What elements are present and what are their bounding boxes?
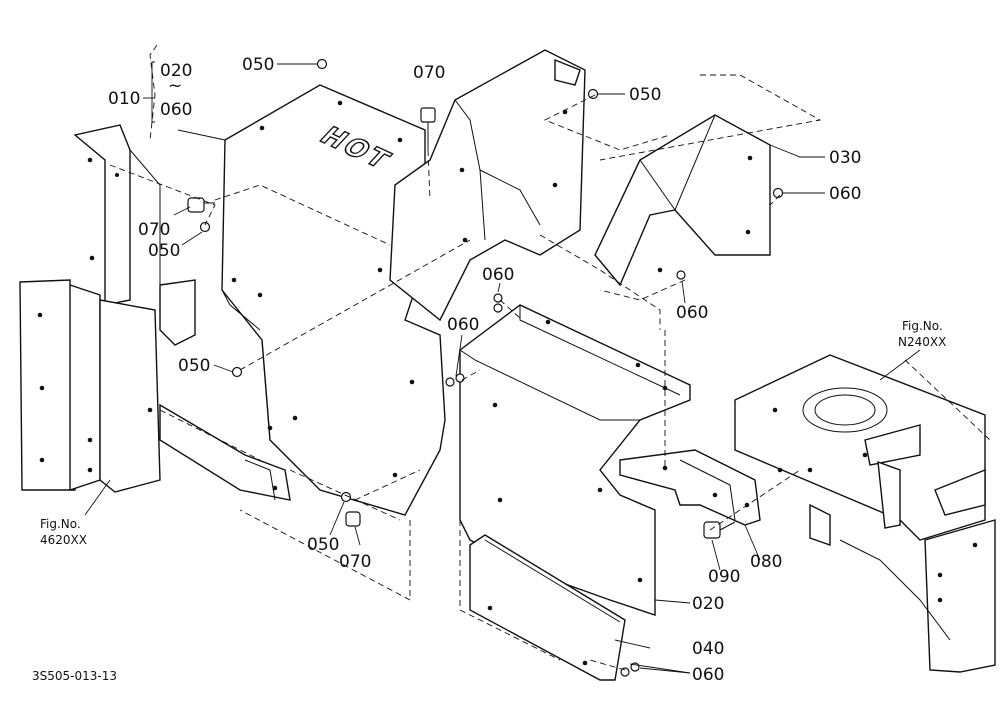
label-060-mid: 060 [447, 315, 479, 335]
bracket-080 [619, 449, 761, 526]
screw-050-left [199, 221, 211, 233]
label-080: 080 [750, 552, 782, 572]
leader-lines [84, 63, 921, 674]
label-060-group: 060 [160, 100, 192, 120]
label-010: 010 [108, 89, 140, 109]
label-060-bottom: 060 [692, 665, 724, 685]
label-020-group: 020 [160, 61, 192, 81]
screw-050-bottom [340, 491, 352, 503]
bottom-plate-040 [469, 534, 626, 681]
fig-ref-right-code: N240XX [898, 335, 946, 349]
bolt-070-left [187, 197, 205, 213]
label-030: 030 [829, 148, 861, 168]
group-bracket [151, 61, 155, 123]
fig-ref-left-code: 4620XX [40, 533, 87, 547]
label-020: 020 [692, 594, 724, 614]
label-050-mid-left: 050 [178, 356, 210, 376]
screw-050-mid-left [231, 366, 243, 378]
part-labels: 010 020 ~ 060 050 070 050 030 060 070 05… [108, 55, 861, 685]
bolt-090 [703, 521, 721, 539]
label-070-bottom: 070 [339, 552, 371, 572]
label-050-bottom: 050 [307, 535, 339, 555]
label-060-center: 060 [482, 265, 514, 285]
label-090: 090 [708, 567, 740, 587]
bolt-070-top [420, 107, 436, 123]
label-050-top-right: 050 [629, 85, 661, 105]
washer-060-center-b [493, 303, 503, 313]
label-range-mark: ~ [168, 76, 182, 96]
drawing-code: 3S505-013-13 [32, 669, 117, 683]
washer-060-mid-b [455, 373, 465, 383]
screw-050-top [316, 58, 328, 70]
fig-references: Fig.No. N240XX Fig.No. 4620XX [40, 319, 946, 547]
lower-shield-020 [459, 304, 691, 616]
right-frame-part [734, 354, 996, 673]
washer-060-mid-a [445, 377, 455, 387]
bolt-070-bottom [345, 511, 361, 527]
upper-curved-shield [389, 49, 586, 322]
washer-060-bottom-a [620, 667, 630, 677]
washer-060-lower-right [676, 270, 686, 280]
screw-050-top-right [587, 88, 599, 100]
washer-060-right [772, 187, 784, 199]
label-040: 040 [692, 639, 724, 659]
label-070-top: 070 [413, 63, 445, 83]
fig-ref-right-title: Fig.No. [902, 319, 943, 333]
label-070-left: 070 [138, 220, 170, 240]
label-050-top: 050 [242, 55, 274, 75]
side-shield-030 [594, 114, 771, 287]
hardware [187, 58, 784, 677]
label-060-right: 060 [829, 184, 861, 204]
label-060-lower-right: 060 [676, 303, 708, 323]
fig-ref-left-title: Fig.No. [40, 517, 81, 531]
left-frame-part [19, 124, 291, 501]
assembly-lines [109, 44, 991, 671]
label-050-left: 050 [148, 241, 180, 261]
